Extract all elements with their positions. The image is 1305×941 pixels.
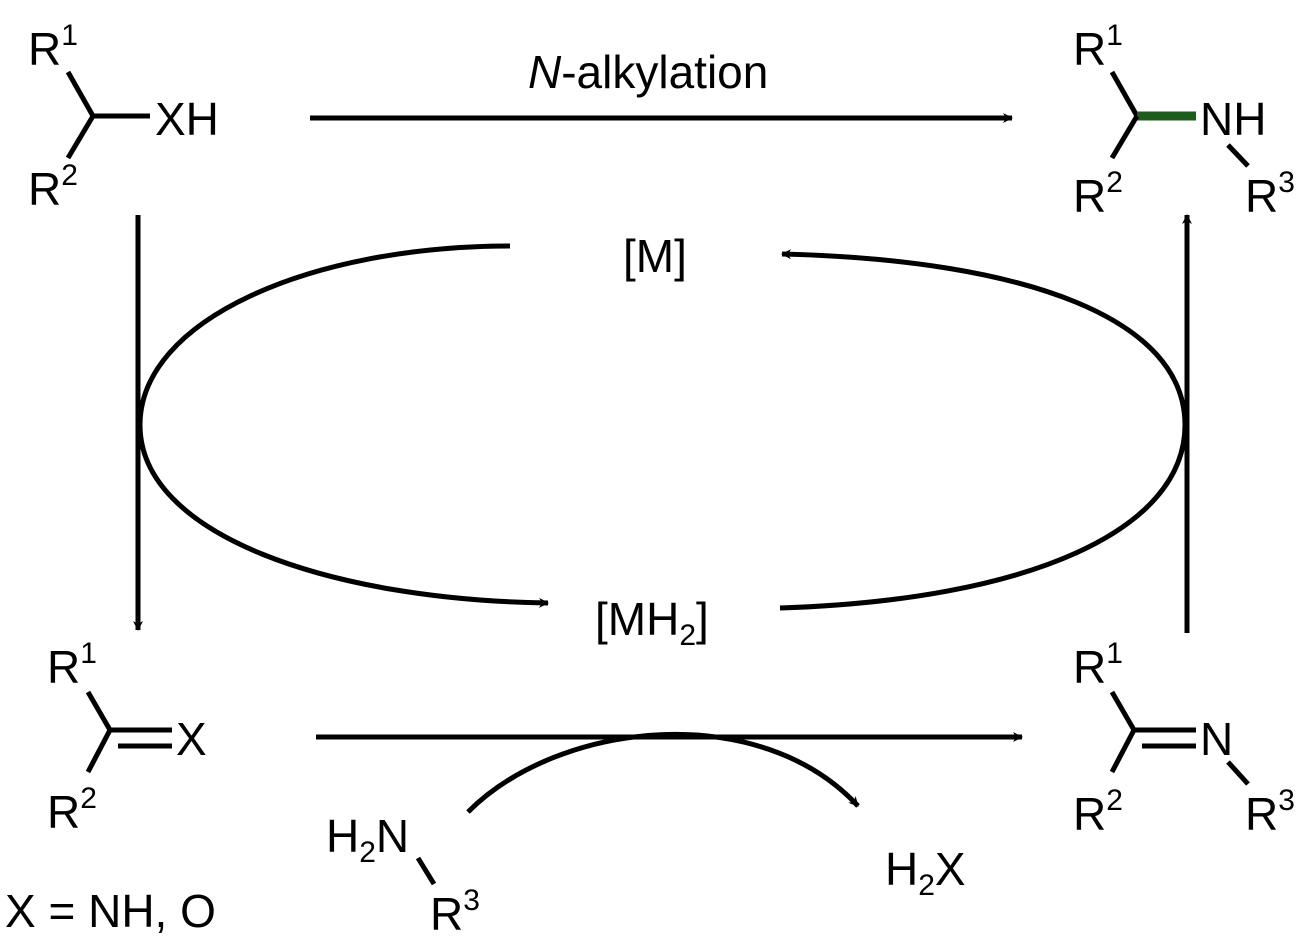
product-bond-r2 [1109,114,1140,160]
imine-r2-label: R2 [1073,784,1123,840]
imine-n-label: N [1200,713,1233,765]
product-r1-label: R1 [1073,19,1123,75]
amine-h2n-label: H2N [326,810,409,869]
amine-addition-curved-arrow [466,731,860,814]
carbonyl-bond-r1 [85,690,113,732]
product-nh-label: NH [1200,93,1266,145]
amine-r3-label: R3 [430,884,480,940]
substrate-r2-label: R2 [28,159,78,215]
imine-bond-r3 [1226,760,1250,786]
carbonyl-r2-label: R2 [47,782,97,838]
catalyst-mh2-label: [MH2] [595,593,709,652]
amine-bond-r3 [415,856,437,886]
product-structure: R1 NH R2 R3 [1073,19,1295,222]
product-r2-label: R2 [1073,166,1123,222]
cycle-left-arc-arrow [137,243,549,608]
amine-reagent-structure: H2N R3 [326,810,480,940]
carbonyl-r1-label: R1 [47,637,97,693]
imine-bond-r2 [1109,728,1137,774]
product-bond-r3 [1226,143,1250,168]
x-definition-label: X = NH, O [5,885,216,937]
substrate-bond-r1 [65,70,96,118]
imine-bond-r1 [1109,690,1137,732]
n-alkylation-label: N-alkylation [528,46,768,98]
catalyst-m-label: [M] [623,230,687,282]
byproduct-h2x-label: H2X [885,843,966,902]
substrate-xh-label: XH [155,93,219,145]
imine-intermediate-structure: R1 N R2 R3 [1073,637,1295,840]
substrate-r1-label: R1 [28,19,78,75]
carbonyl-x-label: X [176,713,207,765]
substrate-structure: R1 XH R2 [28,19,219,215]
n-alkylation-arrow-group: N-alkylation [310,46,1013,123]
carbonyl-intermediate-structure: R1 X R2 X = NH, O [5,637,216,937]
carbonyl-bond-r2 [85,728,113,774]
substrate-bond-r2 [65,114,96,160]
cycle-right-arc-arrow [779,249,1188,611]
imine-r1-label: R1 [1073,637,1123,693]
imine-r3-label: R3 [1245,784,1295,840]
product-r3-label: R3 [1245,166,1295,222]
product-bond-r1 [1109,70,1140,118]
